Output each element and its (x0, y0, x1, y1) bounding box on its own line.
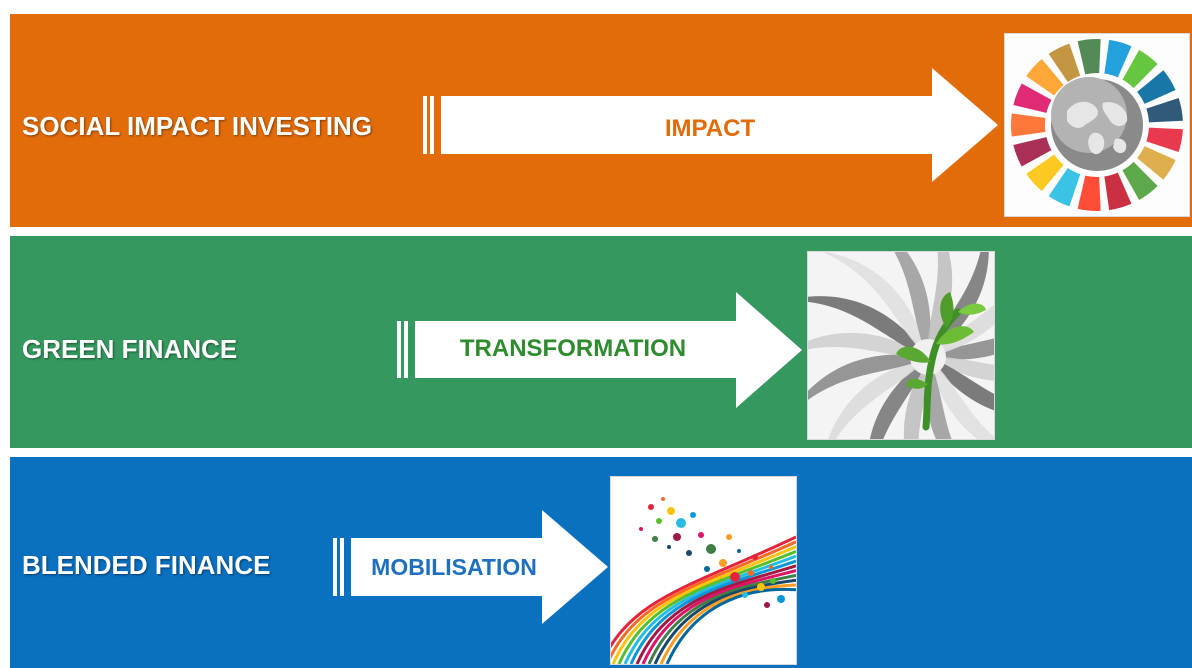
row-label: BLENDED FINANCE (22, 550, 271, 580)
arrow-text-mobilisation: MOBILISATION (371, 554, 537, 580)
sprouting-plant-swirl-icon (807, 251, 995, 440)
colorful-dots-stripes-icon (610, 476, 797, 665)
row-label: SOCIAL IMPACT INVESTING (22, 111, 373, 141)
arrow-text-transformation: TRANSFORMATION (459, 335, 687, 362)
arrow-mobilisation (333, 510, 608, 624)
row-label: GREEN FINANCE (22, 334, 238, 364)
sdg-wheel-globe-icon (1004, 33, 1190, 217)
arrow-transformation (397, 292, 802, 408)
arrow-impact (423, 68, 998, 182)
arrow-text-impact: IMPACT (664, 115, 756, 142)
